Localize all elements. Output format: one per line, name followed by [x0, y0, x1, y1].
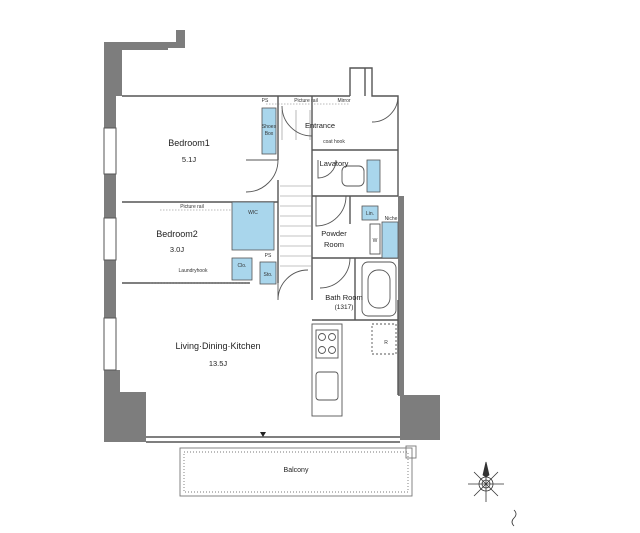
kitchen-counter [311, 323, 343, 417]
picture-rail-bed2-label: Picture rail [180, 204, 204, 210]
shoes-label: Shoes [262, 124, 277, 130]
r-label: R [384, 340, 388, 346]
sto-closet [259, 261, 277, 285]
clo-label: Clo. [238, 263, 247, 269]
bedroom1-size: 5.1J [182, 155, 196, 164]
corridor-floor [280, 110, 312, 267]
structural-walls [104, 30, 440, 442]
washer-space [369, 223, 381, 255]
bath-room-size: (1317) [335, 304, 354, 311]
bathtub [361, 261, 397, 317]
lavatory-sink [341, 165, 365, 187]
ps-top-label: PS [262, 98, 269, 104]
kitchen [311, 323, 397, 417]
bedroom2-name: Bedroom2 [156, 229, 198, 239]
doors [245, 95, 399, 301]
lavatory-label: Lavatory [320, 159, 349, 168]
fridge-space [371, 323, 397, 355]
box-label: Box [265, 131, 274, 137]
w-label: W [373, 238, 378, 244]
bath-fixtures [341, 165, 397, 317]
laundry-hook-label: Laundryhook [179, 268, 208, 274]
left-windows [103, 127, 117, 371]
bedroom2-size: 3.0J [170, 245, 184, 254]
coat-hook-label: coat hook [323, 139, 345, 145]
ldk-name: Living·Dining·Kitchen [175, 341, 260, 351]
shoes-box [261, 107, 277, 155]
kitchen-sink [315, 371, 339, 401]
compass-icon [468, 461, 517, 527]
storage-fills [231, 107, 399, 285]
powder-room-label-1: Powder [321, 229, 347, 238]
balcony-area [179, 445, 417, 497]
ldk-size: 13.5J [209, 359, 228, 368]
wic-label: WIC [248, 210, 258, 216]
entry-marker-icon [260, 432, 266, 437]
niche-cabinet [381, 221, 399, 259]
top-nub [176, 30, 185, 48]
entrance-label: Entrance [305, 121, 335, 130]
bedroom1-name: Bedroom1 [168, 138, 210, 148]
clo-closet [231, 257, 253, 281]
mirror-label: Mirror [337, 98, 350, 104]
bottom-right-column [400, 395, 440, 440]
picture-rail-top-label: Picture rail [294, 98, 318, 104]
lavatory-cabinet [366, 159, 381, 193]
rail-lines [150, 103, 350, 284]
stove [315, 329, 339, 359]
right-ledge [398, 196, 404, 396]
lin-label: Lin. [366, 211, 374, 217]
ps-mid-label: PS [265, 253, 272, 259]
niche-label: Niche [385, 216, 398, 222]
sto-label: Sto. [264, 272, 273, 278]
balcony-label: Balcony [284, 467, 309, 474]
lin-cabinet [361, 205, 379, 221]
bath-room-label: Bath Room [325, 293, 363, 302]
bottom-left-column [104, 392, 146, 442]
wic-closet [231, 201, 275, 251]
powder-room-label-2: Room [324, 240, 344, 249]
